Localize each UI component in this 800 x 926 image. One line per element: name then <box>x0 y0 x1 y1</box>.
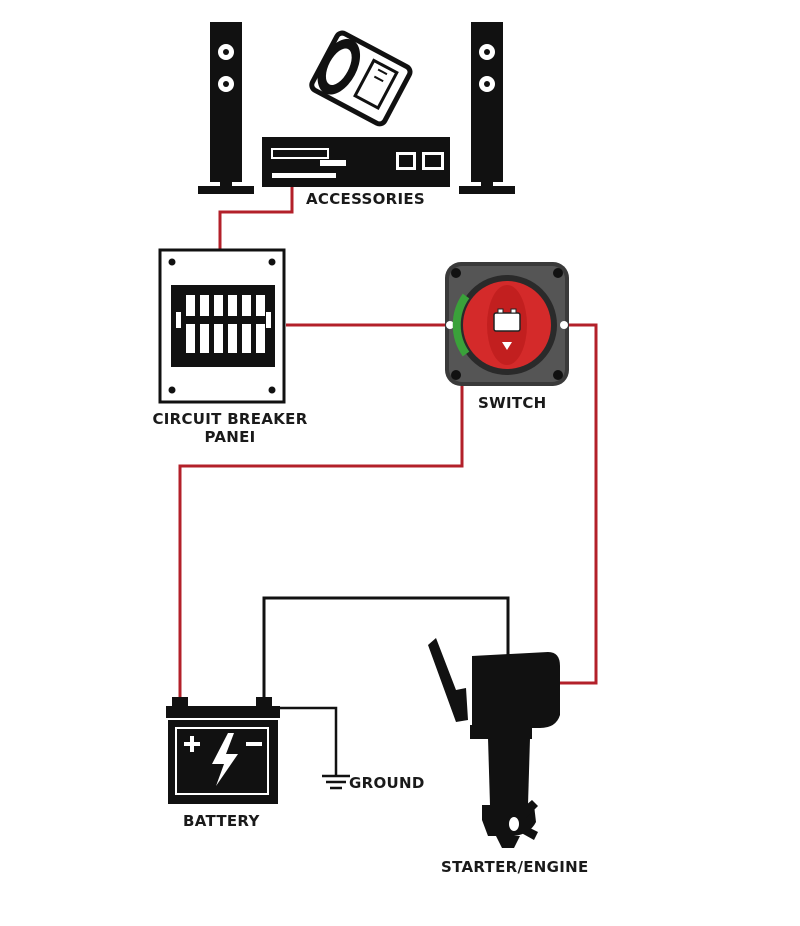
circuit-breaker-panel-icon <box>158 248 286 404</box>
circuit-breaker-label: CIRCUIT BREAKER PANEI <box>140 410 320 446</box>
starter-engine-label: STARTER/ENGINE <box>441 858 589 876</box>
wire-switch-battery <box>178 386 464 704</box>
wire-battery-ground <box>276 706 338 776</box>
engine-prop-highlight <box>478 742 519 831</box>
ground-symbol-icon <box>322 774 350 790</box>
accessories-label: ACCESSORIES <box>306 190 426 208</box>
circuit-breaker-label-line1: CIRCUIT BREAKER <box>152 410 308 428</box>
spotlight-icon <box>309 30 413 127</box>
switch-label: SWITCH <box>478 394 547 412</box>
stereo-receiver-icon <box>262 137 450 187</box>
speaker-right-icon <box>459 22 515 194</box>
battery-label: BATTERY <box>183 812 260 830</box>
wire-switch-starter <box>556 323 598 685</box>
battery-icon <box>166 697 280 804</box>
wires <box>178 186 598 776</box>
wire-battery-engine <box>262 596 510 704</box>
ground-label: GROUND <box>349 774 425 792</box>
battery-switch-icon <box>445 262 569 386</box>
outboard-engine-icon <box>428 638 560 848</box>
circuit-breaker-label-line2: PANEI <box>204 428 256 446</box>
wire-accessories-breaker <box>218 186 294 252</box>
speaker-left-icon <box>198 22 254 194</box>
